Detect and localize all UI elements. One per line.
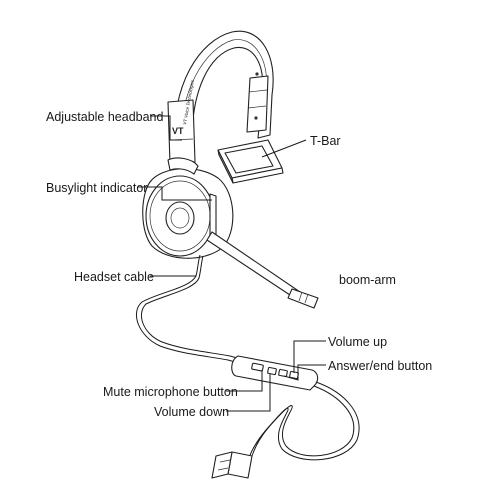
label-headset-cable: Headset cable — [74, 270, 154, 284]
label-mute-microphone-button: Mute microphone button — [103, 385, 238, 399]
leader-lines — [138, 115, 326, 412]
label-busylight-indicator: Busylight indicator — [46, 181, 147, 195]
mute-button-shape — [251, 362, 264, 372]
labels: Adjustable headband T-Bar Busylight indi… — [46, 110, 432, 419]
brand-logo: VT — [172, 126, 184, 136]
headband — [173, 30, 274, 151]
boom-arm — [206, 231, 319, 309]
label-volume-up: Volume up — [328, 335, 387, 349]
label-t-bar: T-Bar — [310, 134, 341, 148]
label-volume-down: Volume down — [154, 405, 229, 419]
volume-down-button-shape — [267, 366, 277, 376]
busylight-strip — [209, 193, 217, 239]
microphone-tip — [287, 288, 319, 309]
headset-cable — [135, 254, 245, 367]
inline-control-box — [231, 355, 319, 391]
label-answer-end-button: Answer/end button — [328, 359, 432, 373]
label-boom-arm: boom-arm — [339, 273, 396, 287]
usb-cable — [248, 381, 360, 461]
usb-plug — [211, 451, 253, 479]
answer-end-button-shape — [278, 368, 288, 378]
t-bar — [217, 139, 284, 184]
label-adjustable-headband: Adjustable headband — [46, 110, 164, 124]
